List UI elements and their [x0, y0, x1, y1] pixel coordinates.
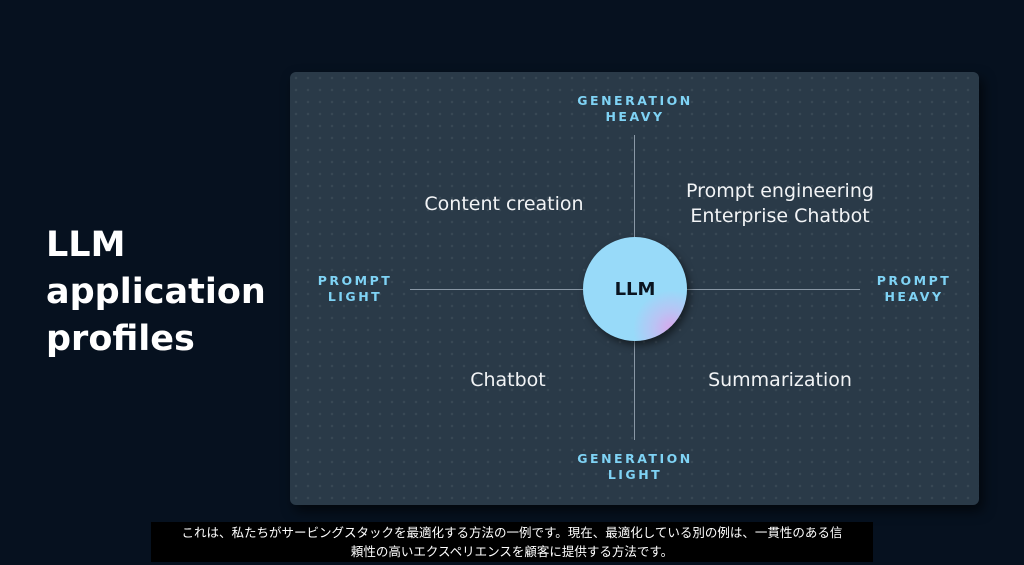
- caption-line-2: 頼性の高いエクスペリエンスを顧客に提供する方法です。: [350, 544, 674, 559]
- axis-label-top: GENERATION HEAVY: [577, 93, 693, 124]
- subtitle-caption: これは、私たちがサービングスタックを最適化する方法の一例です。現在、最適化してい…: [151, 522, 873, 562]
- caption-line-1: これは、私たちがサービングスタックを最適化する方法の一例です。現在、最適化してい…: [181, 525, 843, 540]
- quadrant-chatbot: Chatbot: [470, 369, 546, 391]
- quadrant-enterprise-chatbot: Enterprise Chatbot: [690, 205, 870, 227]
- quadrant-prompt-engineering: Prompt engineering: [686, 180, 874, 202]
- axis-label-bottom: GENERATION LIGHT: [577, 451, 693, 482]
- quadrant-summarization: Summarization: [708, 369, 852, 391]
- llm-label: LLM: [614, 278, 656, 300]
- slide-title: LLM application profiles: [46, 225, 266, 359]
- axis-label-right: PROMPT HEAVY: [876, 273, 952, 304]
- llm-center-circle: LLM: [583, 237, 687, 341]
- axis-label-left: PROMPT LIGHT: [317, 273, 393, 304]
- quadrant-content-creation: Content creation: [424, 193, 584, 215]
